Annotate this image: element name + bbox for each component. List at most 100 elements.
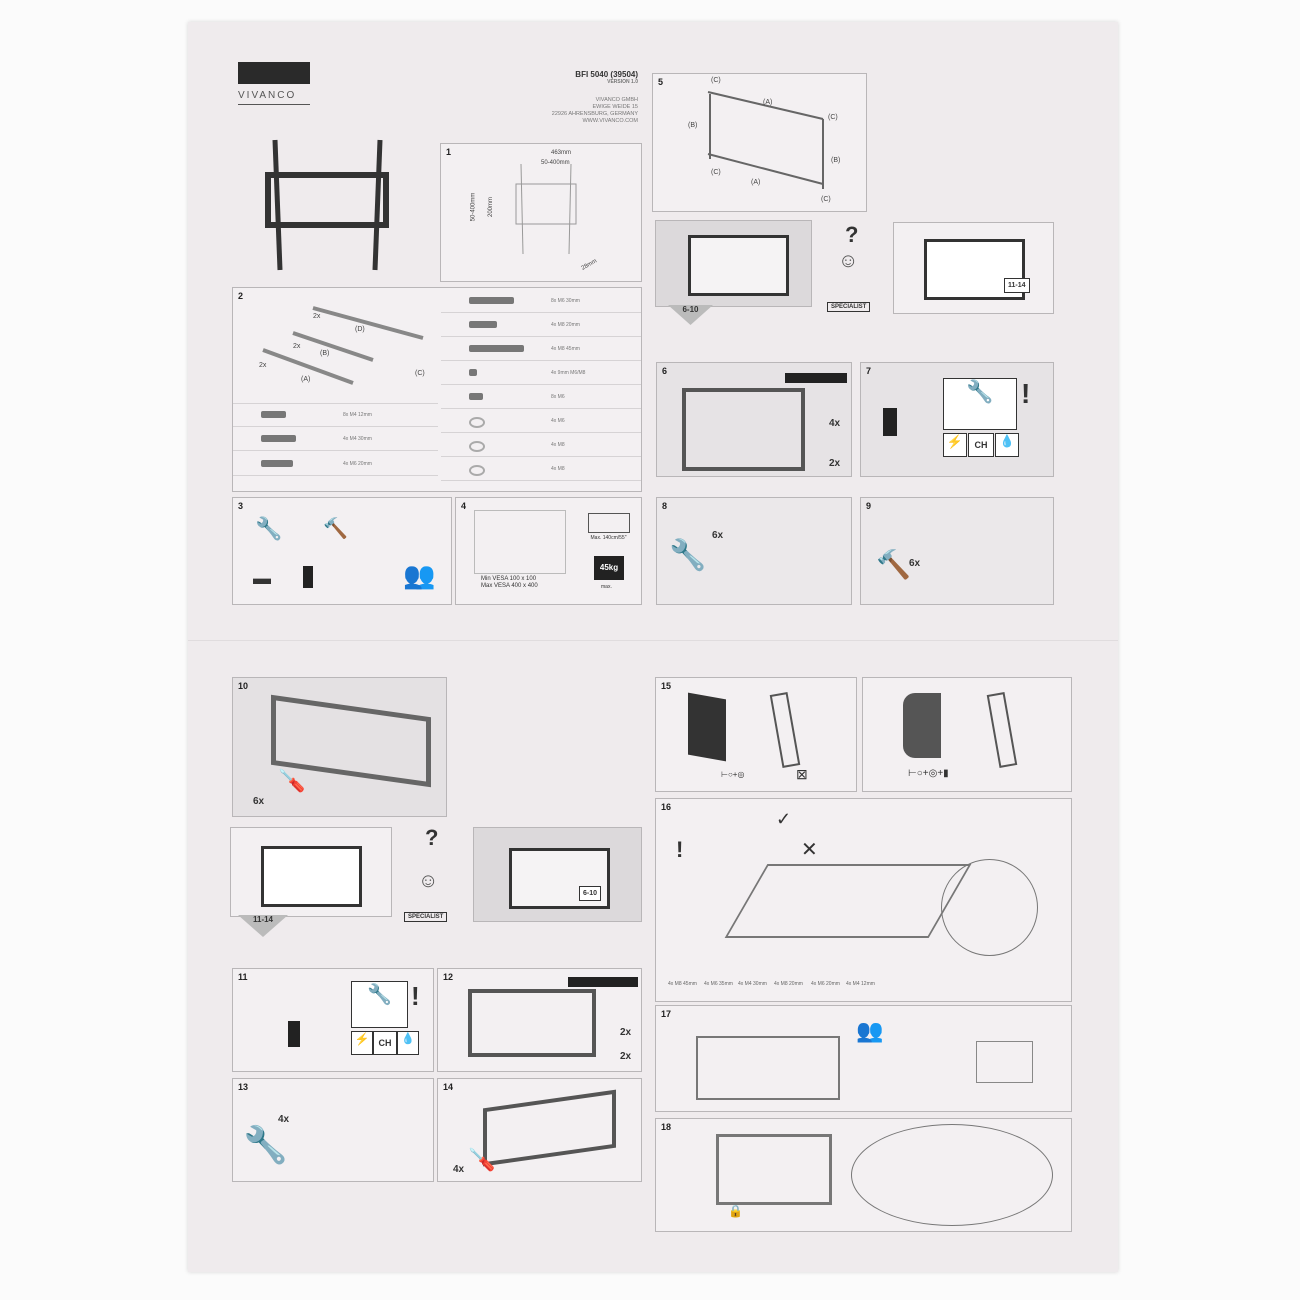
detector-icon — [303, 566, 313, 588]
gas-icon: CH — [968, 433, 994, 457]
count: 6x — [253, 796, 265, 807]
address-line: VIVANCO GMBH — [595, 97, 638, 103]
tv-icon — [688, 235, 789, 296]
screw-label: 4x M8 — [551, 466, 565, 472]
part-label: (B) — [320, 350, 330, 357]
drill-icon: 🔧 — [943, 378, 1017, 430]
step-number: 11 — [238, 972, 248, 982]
step-6-panel: 6 4x 2x — [656, 362, 852, 477]
part-label: (C) — [711, 169, 721, 176]
screw-label: 4x M8 — [551, 442, 565, 448]
dim-vertical: 50-400mm — [470, 192, 477, 222]
step-number: 5 — [658, 77, 664, 87]
warning-icon: ! — [676, 837, 684, 862]
screen-size-icon — [588, 513, 630, 533]
specialist-label: SPECIALIST — [827, 302, 871, 312]
step-number: 18 — [661, 1122, 672, 1132]
step-number: 17 — [661, 1009, 672, 1019]
check-icon: ✓ — [776, 809, 792, 829]
logo-underline — [238, 104, 310, 105]
step-number: 9 — [866, 501, 872, 511]
ref-page: 11-14 — [1004, 278, 1030, 293]
level-icon — [568, 977, 638, 987]
screwdriver-icon: 🪛 — [468, 1147, 496, 1172]
screw-row: 4x 9mm M6/M8 — [441, 362, 641, 385]
stud-wall-panel: 11-14 — [893, 222, 1054, 314]
dim-width: 463mm — [551, 150, 572, 156]
wall-mount-icon — [976, 1041, 1033, 1083]
warning-icon: ! — [411, 981, 420, 1011]
washer-row: 4x M8 — [441, 434, 641, 457]
vesa-max: Max VESA 400 x 400 — [481, 583, 538, 589]
step-number: 7 — [866, 366, 872, 376]
specialist-label: SPECIALIST — [404, 912, 448, 922]
no-spacer-icon: ⊠ — [796, 766, 808, 782]
part-qty: 2x — [313, 313, 321, 320]
step-number: 8 — [662, 501, 668, 511]
screw-label: 4x M8 45mm — [668, 981, 697, 987]
address-line: EWIGE WEIDE 15 — [592, 104, 638, 110]
count: 4x — [829, 418, 841, 429]
step-number: 10 — [238, 681, 249, 691]
step-number: 4 — [461, 501, 467, 511]
gas-icon: CH — [373, 1031, 397, 1055]
question-mark: ? — [845, 222, 859, 247]
drill-icon: 🔧 — [243, 1124, 288, 1165]
screw-row: 4x M8 45mm — [441, 338, 641, 361]
cross-icon: ✕ — [801, 839, 818, 861]
detail-circle — [851, 1124, 1053, 1226]
logo-bar — [238, 62, 310, 84]
screw-label: 4x M4 30mm — [343, 436, 372, 442]
step-17-panel: 17 👥 — [655, 1005, 1072, 1112]
part-label: (B) — [831, 157, 841, 164]
bracket-icon — [483, 1089, 616, 1167]
screw-label: 4x M6 — [551, 418, 565, 424]
detector-icon — [288, 1021, 300, 1047]
washer-row: 4x M6 — [441, 410, 641, 433]
screw-label: 4x M8 20mm — [551, 322, 580, 328]
detail-circle — [941, 859, 1038, 956]
step-1-panel: 1 463mm 50-400mm 50-400mm 200mm 28mm — [440, 143, 642, 282]
screw-row: 8x M6 30mm — [441, 290, 641, 313]
part-label: (B) — [688, 122, 698, 129]
step-12-panel: 12 2x 2x — [437, 968, 642, 1072]
drill-icon: 🔧 — [255, 516, 283, 541]
address: VIVANCO GMBH EWIGE WEIDE 15 22926 AHRENS… — [552, 97, 638, 125]
screw-row: 8x M4 12mm — [233, 403, 438, 427]
curved-tv-icon — [903, 693, 941, 758]
tv-icon — [261, 846, 362, 907]
screw-row: 4x M6 20mm — [233, 453, 438, 476]
step-15-curved-panel: ⊢○+◎+▮ — [862, 677, 1072, 792]
screw-label: 8x M4 12mm — [343, 412, 372, 418]
hammer-icon: 🔨 — [876, 549, 911, 580]
brick-wall-panel — [655, 220, 812, 307]
part-label: (D) — [355, 326, 365, 333]
tv-back-icon — [724, 864, 972, 938]
hammer-icon: 🔨 — [323, 518, 348, 540]
step-4-panel: 4 Min VESA 100 x 100 Max VESA 400 x 400 … — [455, 497, 642, 605]
part-qty: 2x — [293, 343, 301, 350]
screw-label: 4x M4 12mm — [846, 981, 875, 987]
screw-washer-icon: ⊢○+◎ — [721, 770, 745, 779]
drill-icon: 🔧 — [669, 539, 707, 572]
dim-height: 200mm — [488, 196, 495, 218]
step-number: 16 — [661, 802, 672, 812]
screw-label: 8x M6 — [551, 394, 565, 400]
screw-row: 4x M8 20mm — [441, 314, 641, 337]
ref-page: 6-10 — [579, 886, 602, 901]
part-label: (C) — [711, 77, 721, 84]
version: VERSION 1.0 — [607, 79, 638, 85]
step-16-panel: 16 ! ✓ ✕ 4x M8 45mm 4x M6 35mm 4x M4 30m… — [655, 798, 1072, 1002]
screw-washer-spacer-icon: ⊢○+◎+▮ — [908, 768, 949, 779]
rail-icon — [986, 691, 1018, 769]
fold-line — [188, 640, 1118, 641]
screw-label: 4x M6 20mm — [811, 981, 840, 987]
rail-icon — [769, 691, 801, 769]
step-11-panel: 11 🔧 ! ⚡ CH 💧 — [232, 968, 434, 1072]
weight-note: max. — [601, 584, 612, 590]
screw-label: 4x M8 45mm — [551, 346, 580, 352]
screw-label: 4x M4 30mm — [738, 981, 767, 987]
part-label: (C) — [821, 196, 831, 203]
address-line: WWW.VIVANCO.COM — [582, 118, 638, 124]
lock-icon: 🔒 — [728, 1204, 743, 1218]
